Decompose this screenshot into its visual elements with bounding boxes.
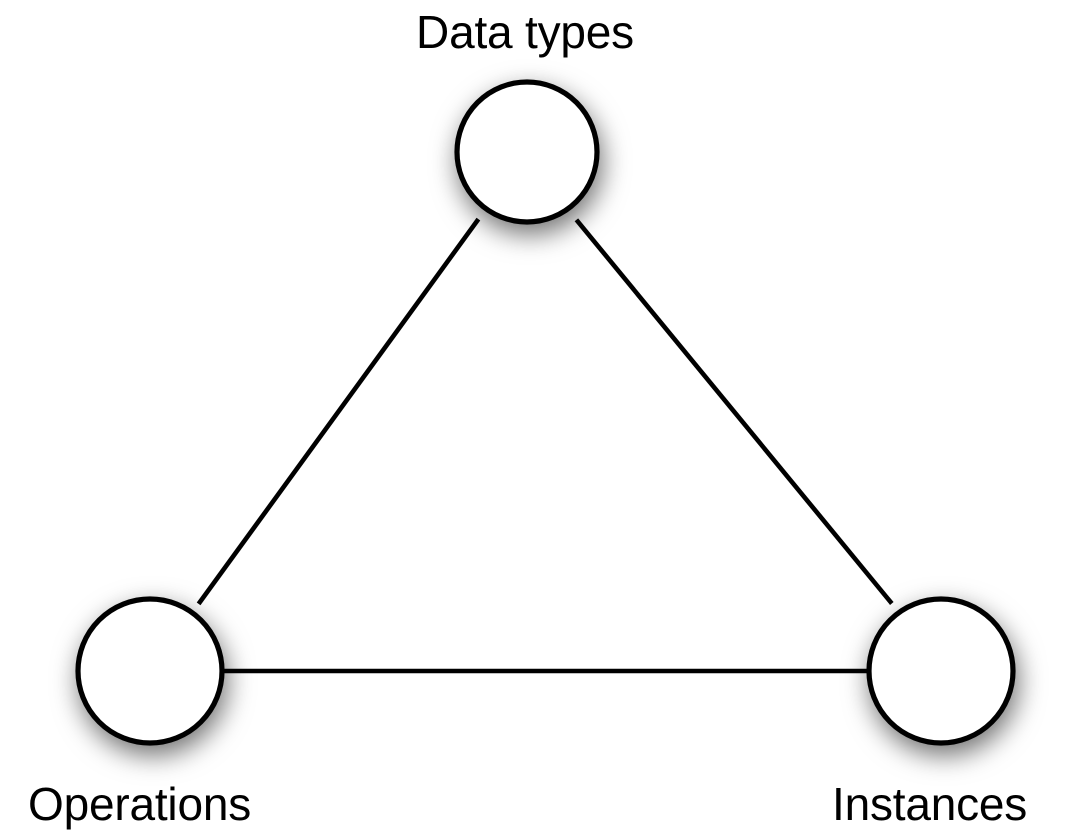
node-label-operations: Operations xyxy=(28,778,252,830)
node-instances[interactable] xyxy=(866,596,1016,746)
node-label-data-types: Data types xyxy=(416,6,634,58)
edge-group xyxy=(196,217,894,674)
node-group xyxy=(75,79,1016,746)
node-label-instances: Instances xyxy=(832,778,1028,830)
node-operations[interactable] xyxy=(75,596,225,746)
edge-data-types-operations xyxy=(196,217,481,606)
node-data-types[interactable] xyxy=(454,79,600,225)
edge-data-types-instances xyxy=(574,218,894,605)
